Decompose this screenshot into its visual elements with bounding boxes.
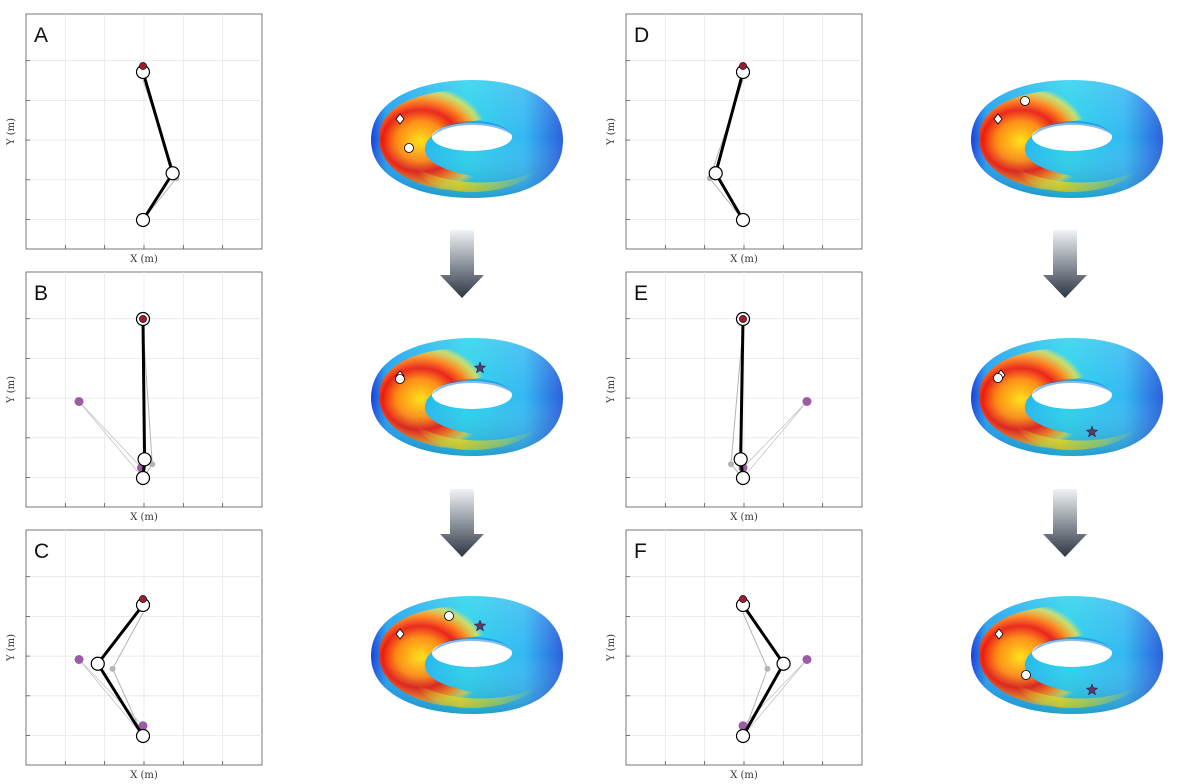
y-axis-label: Y (m) xyxy=(6,634,17,662)
state-circle-marker xyxy=(395,374,405,384)
arm-plot-E: E X (m) Y (m) xyxy=(606,271,863,523)
end-effector xyxy=(739,62,747,70)
star-icon xyxy=(1085,683,1099,696)
elbow-joint xyxy=(708,166,723,181)
x-axis-label: X (m) xyxy=(730,254,758,265)
target-point xyxy=(802,655,812,664)
diamond-icon xyxy=(993,113,1003,125)
base-joint xyxy=(135,728,151,744)
target-point xyxy=(138,721,148,731)
end-effector xyxy=(139,315,147,323)
elbow-joint xyxy=(733,452,748,467)
torus-B xyxy=(371,338,563,456)
state-circle-marker xyxy=(1020,96,1030,106)
x-axis-label: X (m) xyxy=(130,254,158,265)
target-point xyxy=(738,721,748,731)
down-arrow-icon xyxy=(440,489,484,557)
state-circle-marker xyxy=(404,143,414,153)
end-effector xyxy=(739,315,747,323)
star-icon xyxy=(473,361,487,374)
y-axis-label: Y (m) xyxy=(6,118,17,146)
torus-hole xyxy=(1032,381,1112,409)
x-axis-label: X (m) xyxy=(730,512,758,523)
star-icon xyxy=(473,619,487,632)
torus-hole xyxy=(432,123,512,151)
base-joint xyxy=(735,728,751,744)
y-axis-label: Y (m) xyxy=(606,118,617,146)
down-arrow-icon xyxy=(1043,489,1087,557)
torus-hole xyxy=(432,639,512,667)
torus-hole xyxy=(1032,123,1112,151)
diamond-icon xyxy=(395,628,405,640)
panel-label: E xyxy=(634,282,648,305)
base-joint xyxy=(135,212,151,228)
panel-label: D xyxy=(634,24,649,47)
arm-plot-B: B X (m) Y (m) xyxy=(6,271,263,523)
y-axis-label: Y (m) xyxy=(606,634,617,662)
base-joint xyxy=(135,470,151,486)
star-icon xyxy=(1085,425,1099,438)
arm-plot-D: D X (m) Y (m) xyxy=(606,13,863,265)
torus-inner-shadow xyxy=(1032,379,1112,395)
torus-inner-shadow xyxy=(432,379,512,395)
torus-inner-shadow xyxy=(432,637,512,653)
base-joint xyxy=(735,212,751,228)
panel-label: A xyxy=(34,24,48,47)
arm-plot-C: C X (m) Y (m) xyxy=(6,529,263,781)
torus-inner-shadow xyxy=(432,121,512,137)
torus-A xyxy=(371,80,563,198)
panel-label: B xyxy=(34,282,48,305)
ghost-joint xyxy=(109,665,116,672)
ghost-joint xyxy=(728,461,735,468)
x-axis-label: X (m) xyxy=(130,512,158,523)
state-circle-marker xyxy=(1021,670,1031,680)
end-effector xyxy=(739,595,747,603)
down-arrow-icon xyxy=(440,230,484,298)
torus-E xyxy=(971,338,1163,456)
torus-C xyxy=(371,596,563,714)
elbow-joint xyxy=(137,452,152,467)
panel-label: C xyxy=(34,540,49,563)
end-effector xyxy=(139,595,147,603)
end-effector xyxy=(139,62,147,70)
state-circle-marker xyxy=(993,373,1003,383)
target-point xyxy=(802,397,812,406)
diamond-icon xyxy=(395,113,405,125)
elbow-joint xyxy=(165,166,180,181)
elbow-joint xyxy=(776,656,791,671)
torus-D xyxy=(971,80,1163,198)
torus-F xyxy=(971,596,1163,714)
torus-hole xyxy=(1032,639,1112,667)
down-arrow-icon xyxy=(1043,230,1087,298)
panel-label: F xyxy=(634,540,647,563)
torus-inner-shadow xyxy=(1032,637,1112,653)
base-joint xyxy=(735,470,751,486)
elbow-joint xyxy=(90,656,105,671)
target-point xyxy=(74,397,84,406)
y-axis-label: Y (m) xyxy=(6,376,17,404)
x-axis-label: X (m) xyxy=(730,770,758,781)
x-axis-label: X (m) xyxy=(130,770,158,781)
arm-plot-A: A X (m) Y (m) xyxy=(6,13,263,265)
state-circle-marker xyxy=(444,611,454,621)
diamond-icon xyxy=(994,628,1004,640)
ghost-joint xyxy=(149,461,156,468)
target-point xyxy=(74,655,84,664)
arm-plot-F: F X (m) Y (m) xyxy=(606,529,863,781)
ghost-joint xyxy=(764,665,771,672)
torus-inner-shadow xyxy=(1032,121,1112,137)
torus-hole xyxy=(432,381,512,409)
y-axis-label: Y (m) xyxy=(606,376,617,404)
